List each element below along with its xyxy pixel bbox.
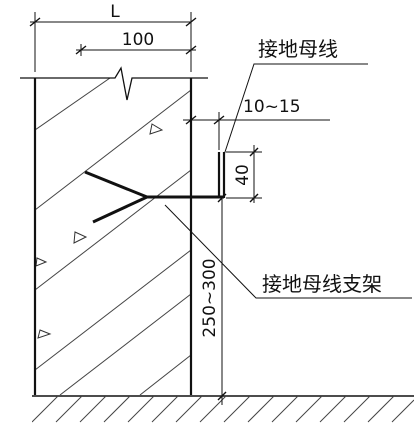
dim-height bbox=[217, 193, 227, 405]
leader-bus-bar bbox=[223, 63, 368, 156]
wall-outline bbox=[33, 78, 193, 395]
dim-width-label: L bbox=[110, 2, 120, 22]
wall-hatch bbox=[35, 78, 191, 395]
dim-offset-label: 10~15 bbox=[243, 97, 301, 117]
grounding-bus-bar bbox=[217, 152, 226, 198]
dim-bar-length-label: 40 bbox=[233, 164, 253, 186]
ground-hatch bbox=[32, 396, 414, 423]
dim-offset bbox=[183, 112, 330, 150]
dim-bar-length bbox=[226, 145, 262, 203]
dim-width-L bbox=[29, 12, 197, 72]
aggregate-marks bbox=[35, 123, 164, 339]
dim-inner-100 bbox=[75, 44, 197, 56]
dim-height-label: 250~300 bbox=[200, 258, 220, 337]
bus-bar-bracket bbox=[84, 170, 224, 224]
bracket-label: 接地母线支架 bbox=[262, 272, 382, 296]
dim-inner-label: 100 bbox=[122, 30, 154, 50]
break-line bbox=[20, 66, 208, 101]
bus-bar-label: 接地母线 bbox=[258, 37, 338, 61]
leader-bracket bbox=[164, 204, 412, 299]
